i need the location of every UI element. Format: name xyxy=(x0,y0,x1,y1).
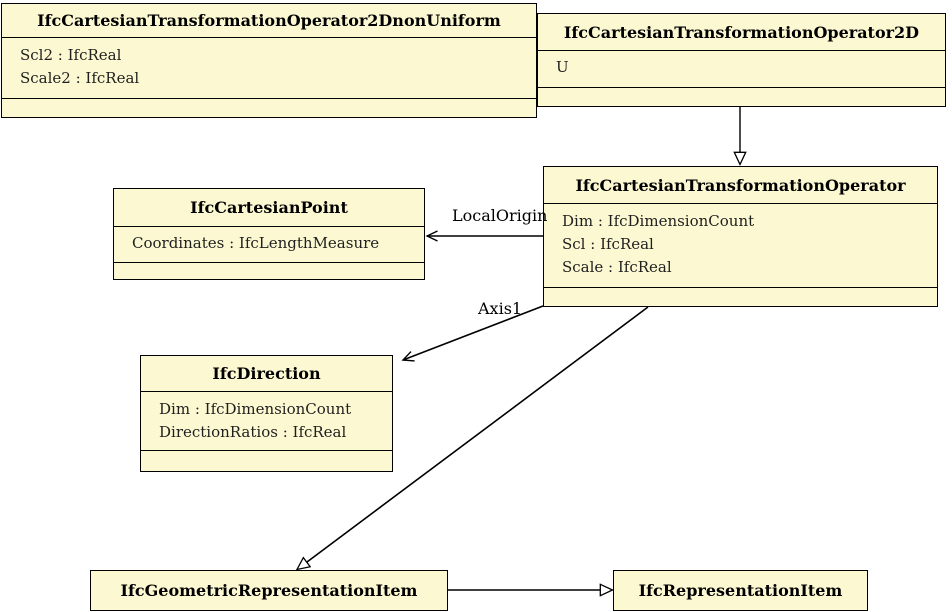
class-attributes: Dim : IfcDimensionCount Scl : IfcReal Sc… xyxy=(544,204,937,288)
class-title: IfcCartesianTransformationOperator2D xyxy=(538,14,945,51)
class-box-ifccartesiantransformationoperator2d[interactable]: IfcCartesianTransformationOperator2D U xyxy=(537,13,946,107)
class-title: IfcCartesianTransformationOperator xyxy=(544,167,937,204)
edge-label-localorigin: LocalOrigin xyxy=(452,206,548,225)
attribute: Scl2 : IfcReal xyxy=(20,46,122,64)
class-box-ifccartesianpoint[interactable]: IfcCartesianPoint Coordinates : IfcLengt… xyxy=(113,188,425,280)
class-operations-empty xyxy=(2,99,536,117)
class-attributes: Dim : IfcDimensionCount DirectionRatios … xyxy=(141,392,392,451)
class-title: IfcCartesianPoint xyxy=(114,189,424,227)
attribute: Scl : IfcReal xyxy=(562,235,654,253)
class-box-ifcrepresentationitem[interactable]: IfcRepresentationItem xyxy=(613,570,868,611)
attribute: Dim : IfcDimensionCount xyxy=(159,400,352,418)
class-operations-empty xyxy=(538,88,945,106)
class-operations-empty xyxy=(141,451,392,471)
attribute: DirectionRatios : IfcReal xyxy=(159,423,347,441)
class-attributes: Scl2 : IfcReal Scale2 : IfcReal xyxy=(2,38,536,99)
class-box-ifcdirection[interactable]: IfcDirection Dim : IfcDimensionCount Dir… xyxy=(140,355,393,472)
class-title: IfcDirection xyxy=(141,356,392,392)
class-operations-empty xyxy=(544,288,937,306)
attribute: Scale : IfcReal xyxy=(562,258,672,276)
class-title: IfcCartesianTransformationOperator2DnonU… xyxy=(2,4,536,38)
attribute: Dim : IfcDimensionCount xyxy=(562,212,755,230)
class-title: IfcRepresentationItem xyxy=(638,581,843,600)
class-attributes: Coordinates : IfcLengthMeasure xyxy=(114,227,424,263)
attribute: Coordinates : IfcLengthMeasure xyxy=(132,234,380,252)
class-box-ifccartesiantransformationoperator[interactable]: IfcCartesianTransformationOperator Dim :… xyxy=(543,166,938,307)
class-box-ifccartesiantransformationoperator2dnonuniform[interactable]: IfcCartesianTransformationOperator2DnonU… xyxy=(1,3,537,118)
edge-label-axis1: Axis1 xyxy=(478,299,523,318)
attribute: Scale2 : IfcReal xyxy=(20,69,140,87)
class-attributes: U xyxy=(538,51,945,88)
class-title: IfcGeometricRepresentationItem xyxy=(120,581,418,600)
class-box-ifcgeometricrepresentationitem[interactable]: IfcGeometricRepresentationItem xyxy=(90,570,448,611)
class-operations-empty xyxy=(114,263,424,279)
attribute: U xyxy=(556,58,569,76)
